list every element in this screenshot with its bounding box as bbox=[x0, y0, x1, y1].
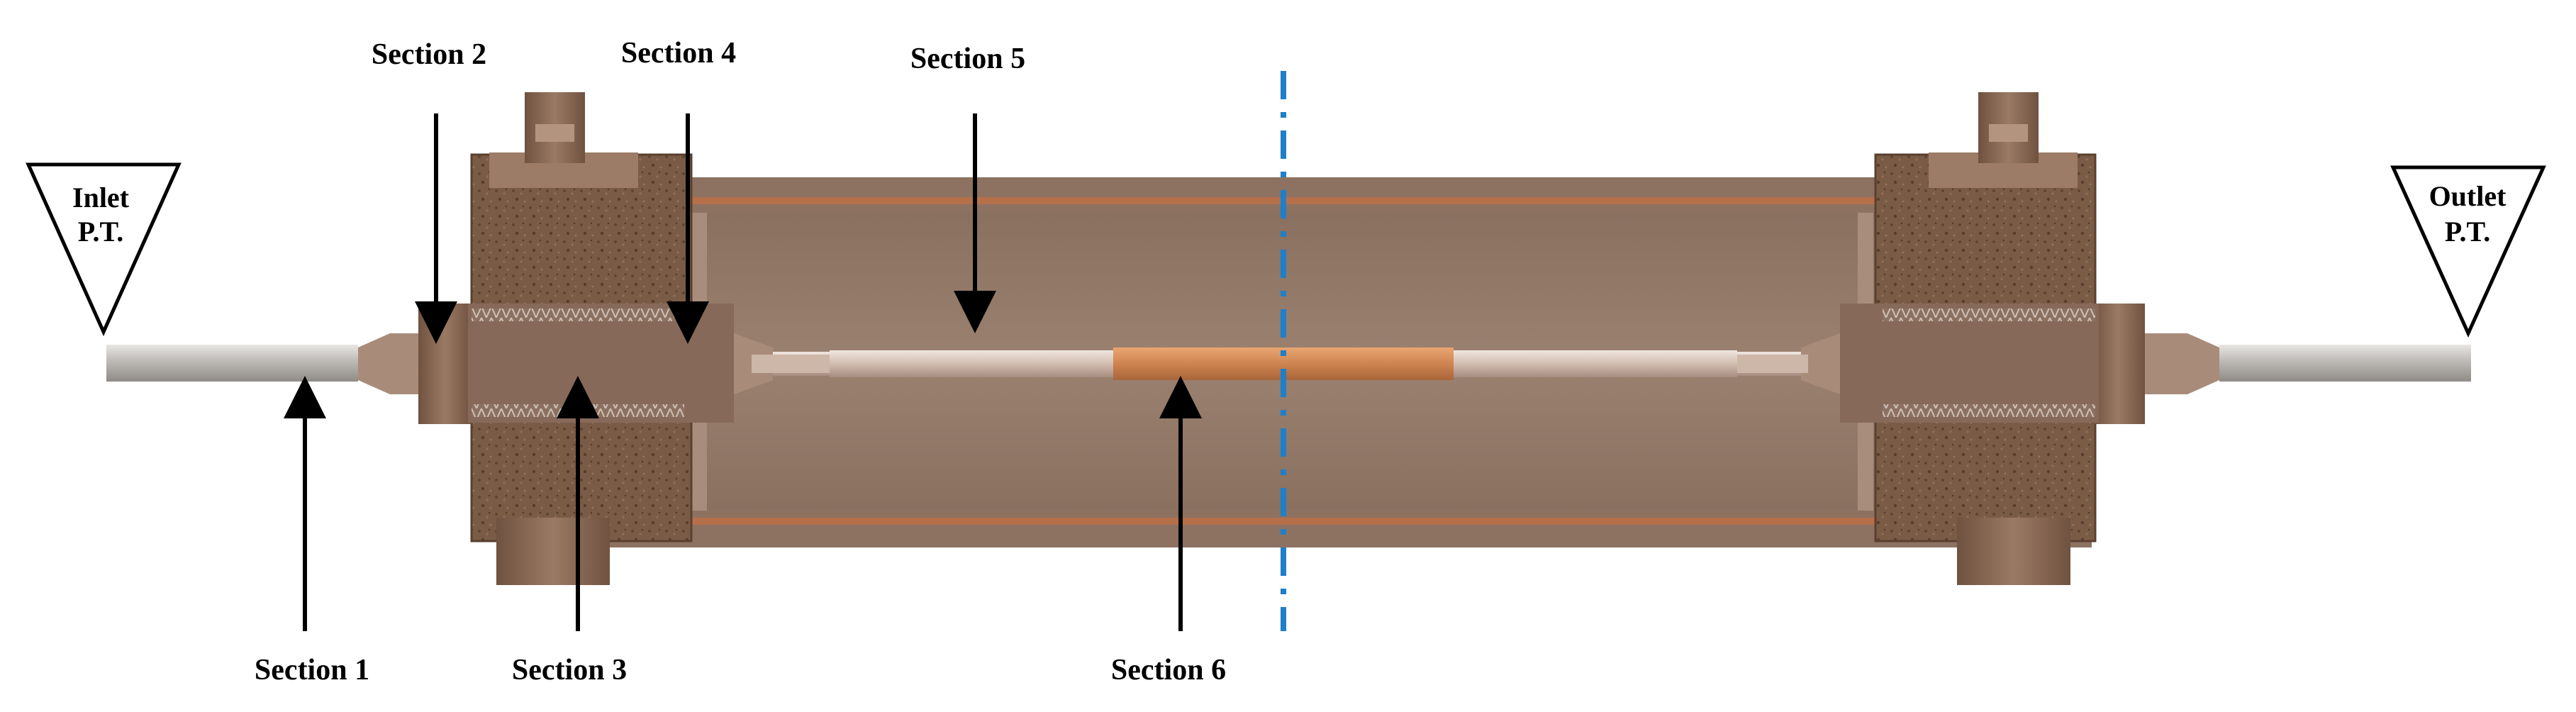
housing-top-liner bbox=[496, 197, 2092, 204]
right-ferrule-nut bbox=[2092, 304, 2145, 424]
section-1-label: Section 1 bbox=[255, 654, 369, 686]
outlet-label-line1: Outlet bbox=[2429, 180, 2507, 212]
inlet-label-line1: Inlet bbox=[72, 182, 130, 213]
tube-unheated-right bbox=[1454, 350, 1737, 377]
outlet-tube bbox=[2219, 345, 2471, 382]
outlet-label-line2: P.T. bbox=[2445, 216, 2490, 247]
section-2-label: Section 2 bbox=[372, 38, 486, 71]
left-compression-fitting bbox=[358, 304, 773, 424]
section-5-label: Section 5 bbox=[910, 43, 1025, 75]
right-bottom-bolt bbox=[1957, 518, 2070, 585]
left-bottom-bolt bbox=[496, 518, 610, 585]
section-3-label: Section 3 bbox=[512, 654, 627, 686]
section-4-label: Section 4 bbox=[621, 37, 736, 69]
left-ferrule-nut bbox=[418, 304, 472, 424]
outlet-pressure-transducer: Outlet P.T. bbox=[2390, 165, 2546, 338]
tube-unheated-left bbox=[830, 350, 1113, 377]
housing-bottom-wall bbox=[496, 505, 2092, 547]
tube-outlet-joint bbox=[1737, 355, 1808, 373]
right-thread-bottom bbox=[1883, 404, 2095, 417]
tube-inlet-joint bbox=[752, 355, 830, 373]
inlet-tube bbox=[106, 345, 358, 382]
right-compression-fitting bbox=[1801, 304, 2219, 424]
left-thread-top bbox=[472, 308, 684, 321]
housing-bottom-liner bbox=[496, 518, 2092, 525]
inlet-pressure-transducer: Inlet P.T. bbox=[26, 162, 182, 337]
inlet-label-line2: P.T. bbox=[78, 216, 123, 247]
section-6-label: Section 6 bbox=[1111, 654, 1226, 686]
right-thread-top bbox=[1883, 308, 2095, 321]
